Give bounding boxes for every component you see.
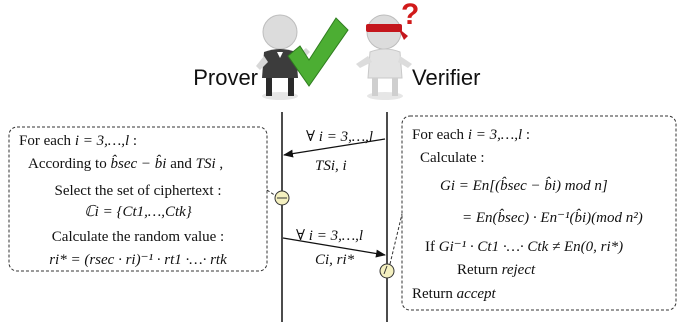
verifier-computation-text: For each i = 3,…,l : Calculate : Gi = En… xyxy=(412,127,643,302)
verifier-label: Verifier xyxy=(412,65,480,90)
verifier-step-marker-tick xyxy=(383,265,388,275)
svg-text:Return reject: Return reject xyxy=(457,262,536,278)
svg-text:Calculate the random value :: Calculate the random value : xyxy=(52,229,224,245)
svg-text:Select the set of ciphertext :: Select the set of ciphertext : xyxy=(54,183,221,199)
message-1-bottom-label: TSi, i xyxy=(315,158,347,174)
blindfolded-person-icon xyxy=(356,14,412,100)
red-question-mark-icon: ? xyxy=(401,0,419,31)
svg-text:Gi = En[(b̂sec − b̂i) mod n]: Gi = En[(b̂sec − b̂i) mod n] xyxy=(440,177,608,194)
prover-label: Prover xyxy=(193,65,258,90)
verifier-note-connector xyxy=(389,213,403,265)
message-2-bottom-label: Ci, ri* xyxy=(315,252,355,268)
svg-text:ℂi = {Ct1,…,Ctk}: ℂi = {Ct1,…,Ctk} xyxy=(84,204,192,220)
message-1-top-label: ∀ i = 3,…,l xyxy=(306,129,373,145)
svg-text:Calculate :: Calculate : xyxy=(420,150,485,166)
prover-note-connector xyxy=(266,189,277,197)
svg-text:ri* = (rsec · ri)⁻¹ · rt1 ·…·: ri* = (rsec · ri)⁻¹ · rt1 ·…· rtk xyxy=(49,252,227,268)
svg-text:= En(b̂sec) · En⁻¹(b̂i)(mod n²: = En(b̂sec) · En⁻¹(b̂i)(mod n²) xyxy=(462,209,643,226)
svg-text:According to b̂sec − b̂i and T: According to b̂sec − b̂i and TSi , xyxy=(28,155,223,172)
message-2-top-label: ∀ i = 3,…,l xyxy=(296,228,363,244)
prover-computation-box xyxy=(8,126,268,272)
verifier-step-marker xyxy=(379,263,395,279)
message-1-arrow xyxy=(283,138,386,158)
green-check-icon xyxy=(287,17,349,87)
prover-computation-text: For each i = 3,…,l : According to b̂sec … xyxy=(19,133,227,268)
message-2-arrow xyxy=(282,237,386,258)
svg-text:Return accept: Return accept xyxy=(412,286,497,302)
svg-text:For each i = 3,…,l :: For each i = 3,…,l : xyxy=(19,133,137,149)
verifier-computation-box xyxy=(401,115,677,311)
svg-text:If Gi⁻¹ · Ct1 ·…· Ctk ≠ En(0,: If Gi⁻¹ · Ct1 ·…· Ctk ≠ En(0, ri*) xyxy=(425,239,623,255)
svg-text:For each i = 3,…,l :: For each i = 3,…,l : xyxy=(412,127,530,143)
